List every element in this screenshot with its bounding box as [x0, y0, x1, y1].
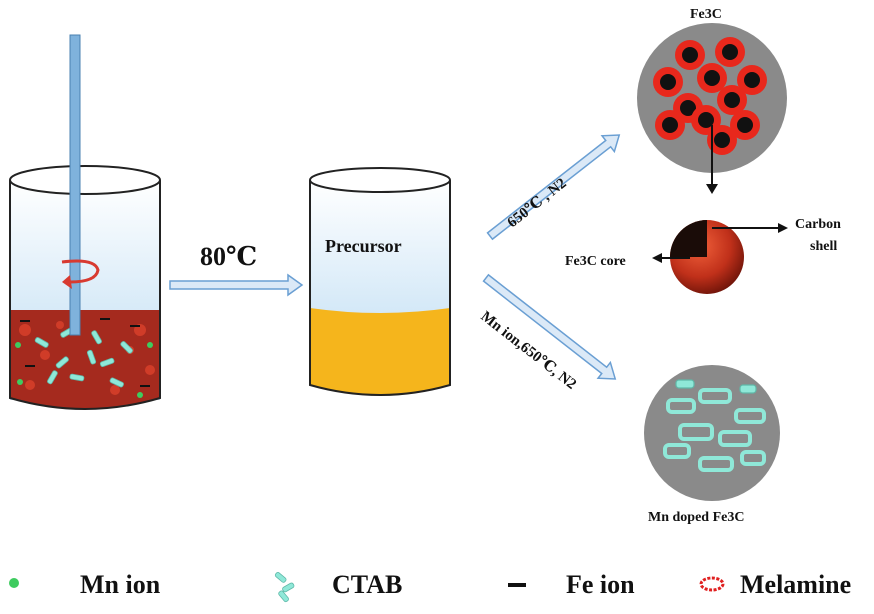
heat-arrow — [169, 273, 304, 297]
legend-ctab-icon — [274, 572, 295, 603]
route-arrow-lower — [482, 273, 617, 380]
mn-doped-label: Mn doped Fe3C — [648, 510, 744, 525]
fe3c-top-label: Fe3C — [690, 7, 722, 22]
stir-rod — [69, 34, 81, 336]
legend-ctab-label: CTAB — [332, 570, 402, 599]
core-shell-sphere — [670, 220, 744, 294]
fe3c-core-label: Fe3C core — [565, 254, 626, 269]
fe3c-core — [704, 70, 720, 86]
fe-ion-particles — [20, 318, 150, 387]
mn-ion-particles — [15, 342, 153, 398]
fe3c-core — [660, 74, 676, 90]
legend-melamine-label: Melamine — [740, 570, 851, 599]
route-label-upper: 650℃ , N2 — [505, 175, 570, 231]
mn-doped-flakes — [663, 379, 766, 472]
legend-fe-label: Fe ion — [566, 570, 635, 599]
mn-doped-particle — [644, 365, 780, 501]
fe3c-core — [682, 47, 698, 63]
carbon-shell-label-2: shell — [810, 239, 837, 254]
legend-fe-icon — [508, 583, 526, 587]
legend-mn-icon — [9, 578, 19, 588]
legend: Mn ion CTAB Fe ion Melamine — [9, 570, 851, 603]
stir-arrow — [61, 259, 100, 284]
fe3c-core — [698, 112, 714, 128]
fe3c-core — [724, 92, 740, 108]
heat-label: 80℃ — [200, 242, 257, 271]
fe3c-core — [744, 72, 760, 88]
fe3c-core — [722, 44, 738, 60]
fe3c-core — [737, 117, 753, 133]
reaction-beaker — [9, 34, 161, 410]
fe3c-core-shells — [653, 37, 767, 155]
legend-mn-label: Mn ion — [80, 570, 161, 599]
fe3c-core — [714, 132, 730, 148]
down-arrow-head — [706, 184, 718, 194]
fe3c-core — [680, 100, 696, 116]
fe3c-particle — [637, 23, 787, 173]
carbon-shell-label-1: Carbon — [795, 217, 841, 232]
fe3c-core — [662, 117, 678, 133]
precursor-label: Precursor — [325, 236, 402, 256]
precursor-beaker — [309, 167, 451, 396]
route-label-lower: Mn ion,650℃, N2 — [478, 309, 580, 393]
route-arrow-upper — [486, 134, 621, 241]
legend-melamine-icon — [699, 576, 725, 592]
precursor-liquid — [310, 308, 450, 395]
